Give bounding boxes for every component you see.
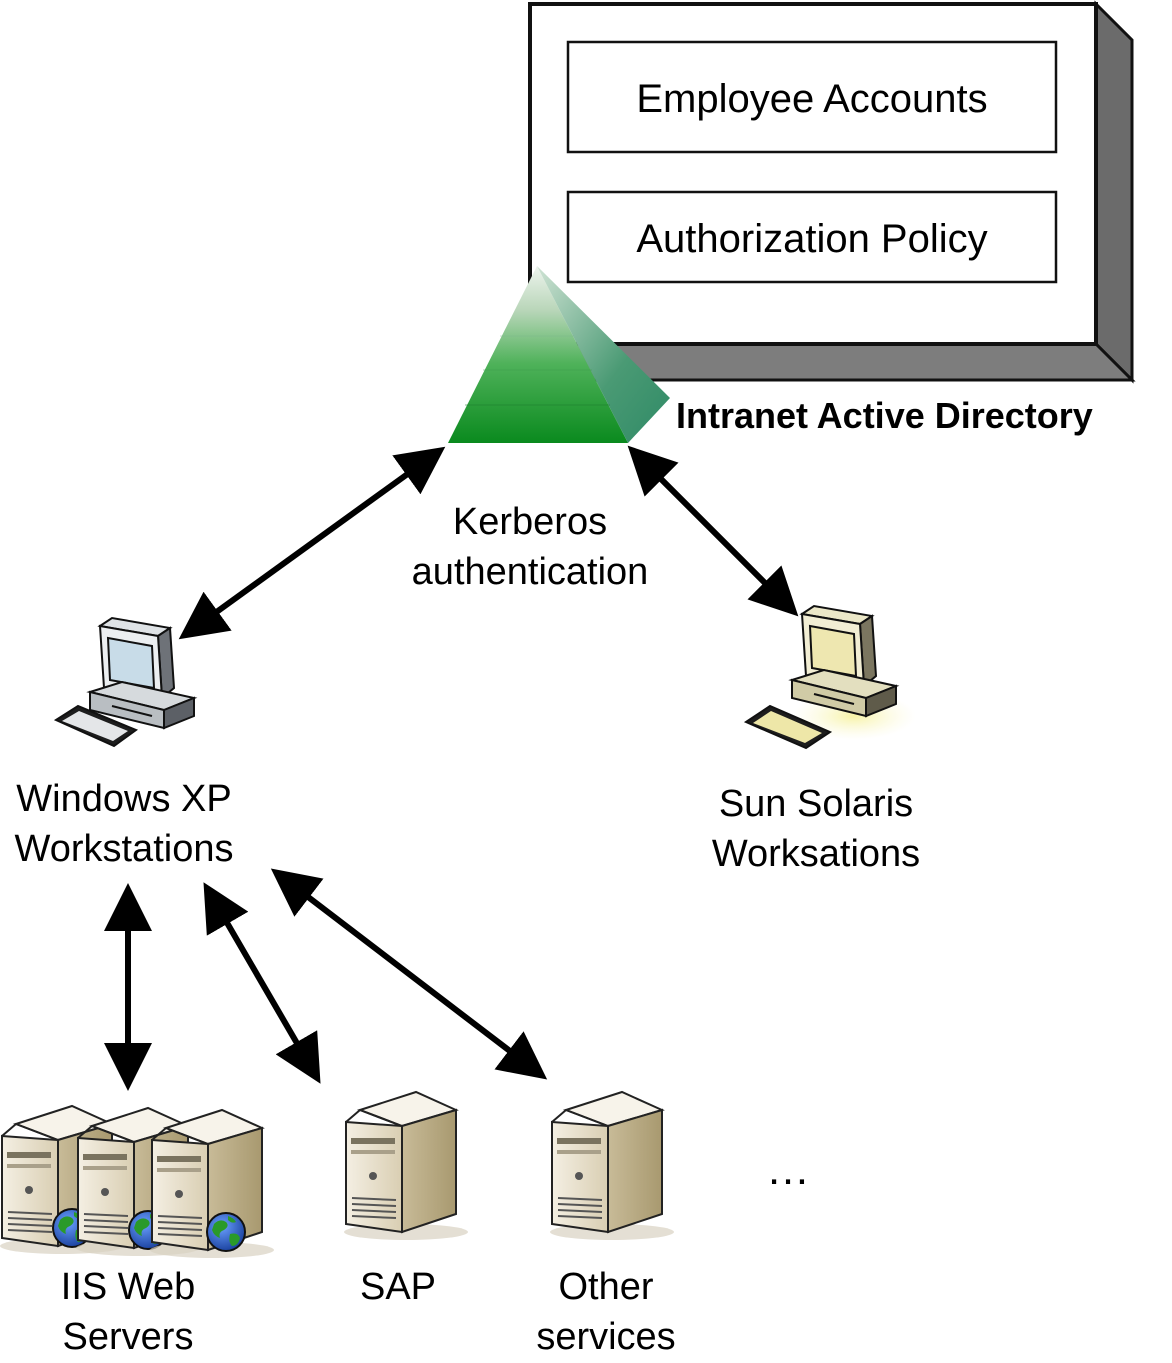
solaris-label-line1: Sun Solaris [719,783,913,825]
iis-label-line1: IIS Web [61,1266,195,1308]
iis-servers-group [0,1105,275,1259]
employee-accounts-label: Employee Accounts [636,77,987,121]
windows-label-line1: Windows XP [16,778,231,820]
authorization-policy-box [566,190,1058,284]
arrow-ad-windows [178,446,446,640]
server-icon [549,1091,675,1241]
directory-box: Employee Accounts Authorization Policy [526,0,1136,384]
other-label-line1: Other [558,1266,653,1308]
windows-label-line2: Workstations [15,828,234,870]
kerberos-label-line2: authentication [412,551,649,593]
solaris-workstation-icon [743,604,916,750]
globe-icon [206,1212,246,1252]
solaris-label-line2: Worksations [712,833,920,875]
more-services-ellipsis: … [766,1145,810,1194]
windows-workstation-icon [53,616,198,748]
authorization-policy-label: Authorization Policy [636,217,987,261]
iis-label-line2: Servers [63,1316,194,1358]
connection-arrows [104,445,799,1091]
pyramid-icon [448,266,670,443]
kerberos-label-line1: Kerberos [453,501,607,543]
directory-title: Intranet Active Directory [676,395,1093,436]
arrow-windows-sap [203,882,321,1084]
arrow-windows-other [270,868,548,1080]
sap-label: SAP [360,1266,436,1308]
employee-accounts-box [566,40,1058,154]
server-icon [343,1091,469,1241]
other-label-line2: services [536,1316,675,1358]
arrow-ad-solaris [627,445,799,617]
